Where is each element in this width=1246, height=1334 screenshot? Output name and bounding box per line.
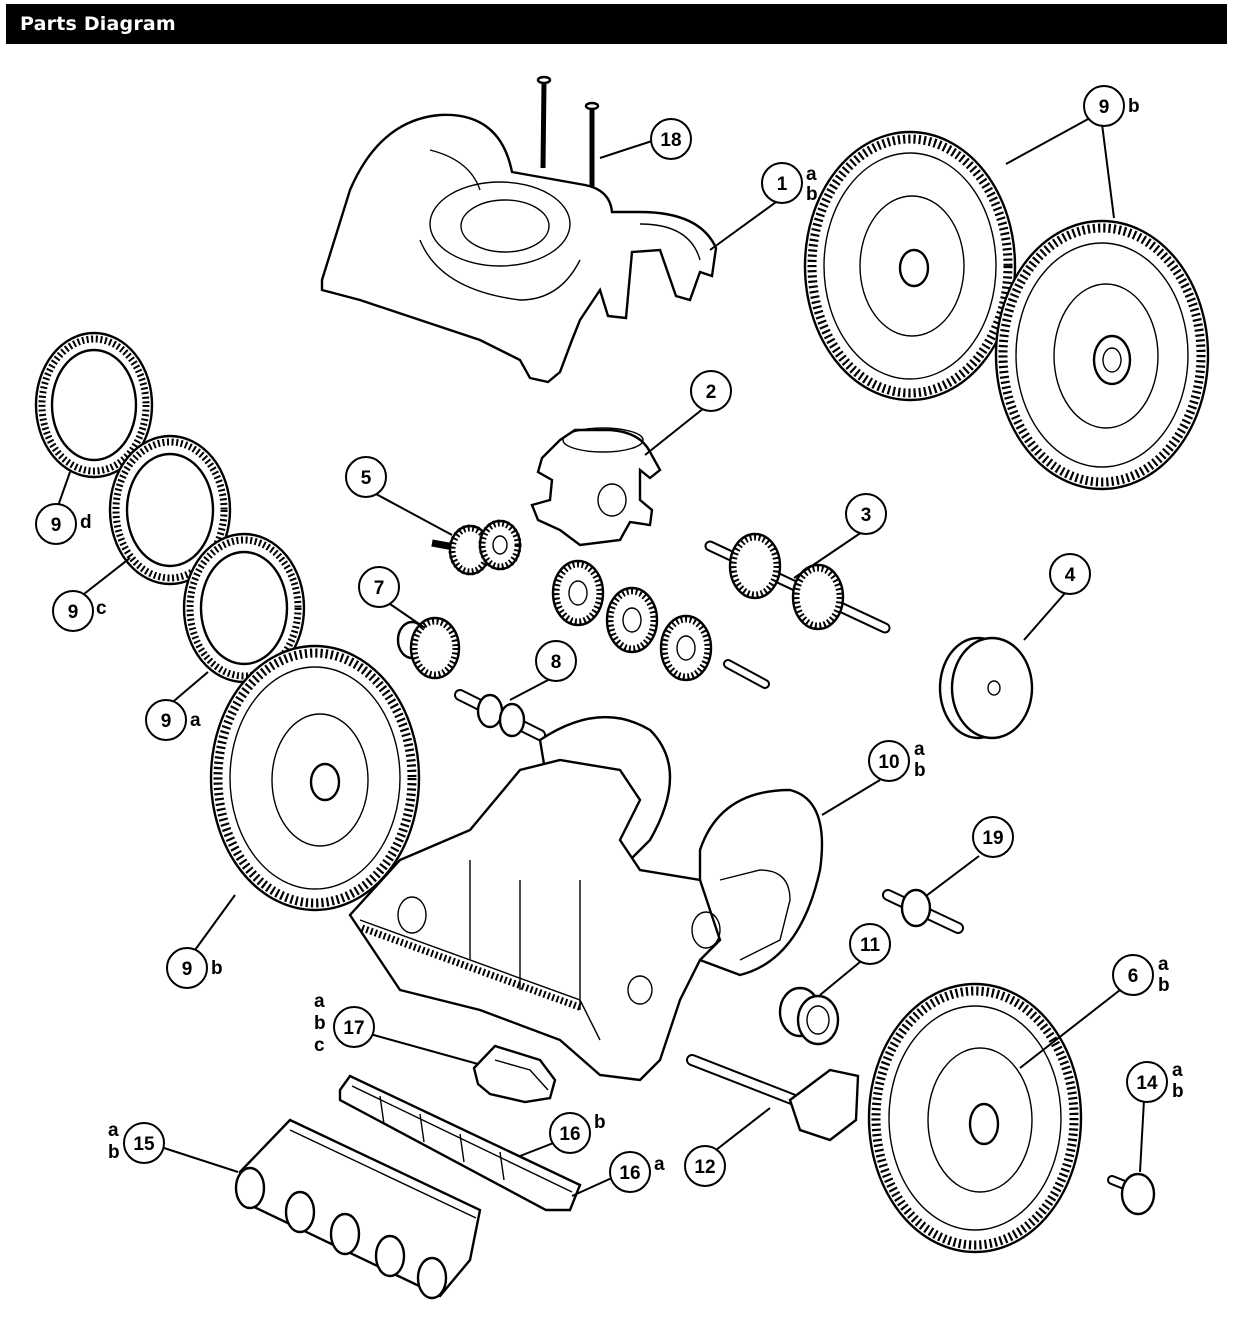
svg-text:a: a — [654, 1154, 665, 1175]
svg-text:19: 19 — [982, 828, 1003, 849]
bushing-part-19 — [882, 888, 964, 934]
svg-text:9: 9 — [68, 602, 79, 623]
svg-text:6: 6 — [1128, 966, 1139, 987]
svg-text:b: b — [314, 1013, 326, 1034]
svg-text:16: 16 — [619, 1163, 640, 1184]
axle-gear-part-3 — [704, 532, 891, 634]
sleeve-part-11 — [778, 986, 840, 1046]
svg-text:a: a — [190, 710, 201, 731]
svg-text:3: 3 — [861, 505, 872, 526]
tire-part-9c — [108, 434, 232, 586]
svg-text:a: a — [1158, 954, 1169, 975]
wheel-part-9b-upper-right — [994, 219, 1210, 491]
svg-text:a: a — [314, 991, 325, 1012]
callout-6: 6 a b — [1112, 954, 1170, 996]
svg-text:18: 18 — [660, 130, 681, 151]
callout-15: 15 a b — [108, 1120, 165, 1164]
gear-part-loose-2 — [605, 586, 659, 654]
svg-text:12: 12 — [694, 1157, 715, 1178]
callout-11: 11 — [849, 923, 891, 965]
callout-17: 17 a b c — [314, 991, 375, 1056]
svg-text:11: 11 — [860, 935, 881, 956]
header-bar: Parts Diagram — [6, 4, 1227, 44]
svg-text:14: 14 — [1136, 1073, 1158, 1094]
callout-4: 4 — [1049, 553, 1091, 595]
svg-text:16: 16 — [559, 1124, 580, 1145]
callout-8: 8 — [535, 640, 577, 682]
svg-text:8: 8 — [551, 652, 562, 673]
svg-text:b: b — [806, 184, 818, 205]
callout-19: 19 — [972, 816, 1014, 858]
svg-text:b: b — [914, 760, 926, 781]
svg-text:17: 17 — [343, 1018, 364, 1039]
svg-text:c: c — [314, 1035, 325, 1056]
callout-9c: 9 c — [52, 590, 107, 632]
svg-text:c: c — [96, 598, 107, 619]
callout-2: 2 — [690, 370, 732, 412]
callout-5: 5 — [345, 456, 387, 498]
svg-text:b: b — [108, 1142, 120, 1163]
callout-10: 10 a b — [868, 739, 926, 782]
tire-part-9d — [34, 331, 154, 479]
callout-18: 18 — [650, 118, 692, 160]
callout-16b: 16 b — [549, 1112, 606, 1154]
svg-text:15: 15 — [133, 1134, 155, 1155]
callout-12: 12 — [684, 1145, 726, 1187]
svg-text:b: b — [1158, 975, 1170, 996]
svg-text:9: 9 — [182, 959, 193, 980]
bushing-part-8 — [454, 689, 546, 741]
svg-text:2: 2 — [706, 382, 717, 403]
svg-text:1: 1 — [777, 174, 788, 195]
svg-text:b: b — [211, 958, 223, 979]
gear-housing-part-2 — [530, 427, 662, 547]
callout-9b-bottom: 9 b — [166, 947, 223, 989]
gear-part-loose-3 — [659, 614, 770, 689]
gear-part-loose-1 — [551, 559, 605, 627]
gear-set-part-5 — [431, 519, 522, 576]
callout-16a: 16 a — [609, 1151, 665, 1193]
svg-text:a: a — [108, 1120, 119, 1141]
callout-9b-top: 9 b — [1083, 85, 1140, 127]
svg-text:b: b — [594, 1112, 606, 1133]
cap-part-4 — [938, 636, 1034, 740]
flap-part-16 — [338, 1074, 582, 1212]
tire-part-9a — [182, 532, 306, 684]
callout-7: 7 — [358, 566, 400, 608]
callout-1: 1 a b — [761, 162, 818, 205]
svg-text:5: 5 — [361, 468, 372, 489]
svg-text:b: b — [1128, 96, 1140, 117]
svg-text:10: 10 — [878, 752, 899, 773]
top-cover-part-1 — [320, 113, 718, 384]
callout-14: 14 a b — [1126, 1060, 1184, 1103]
gear-part-7 — [396, 616, 461, 680]
svg-text:a: a — [806, 164, 817, 185]
roller-part-15 — [234, 1118, 482, 1300]
cap-part-14 — [1107, 1172, 1156, 1216]
axle-shaft-part-12 — [686, 1054, 860, 1142]
wheel-part-9b-lower-left — [209, 644, 421, 912]
chassis-body — [348, 715, 824, 1082]
svg-text:4: 4 — [1065, 565, 1076, 586]
wheel-part-6 — [867, 982, 1083, 1254]
svg-text:a: a — [1172, 1060, 1183, 1081]
callout-9d: 9 d — [35, 503, 92, 545]
bumper-part-17 — [472, 1044, 557, 1104]
svg-text:a: a — [914, 739, 925, 760]
callout-3: 3 — [845, 493, 887, 535]
svg-text:7: 7 — [374, 578, 385, 599]
svg-text:9: 9 — [1099, 97, 1110, 118]
svg-text:9: 9 — [51, 515, 62, 536]
leader-lines — [57, 117, 1145, 1197]
page-title: Parts Diagram — [20, 13, 176, 35]
svg-text:d: d — [80, 512, 92, 533]
callout-9a: 9 a — [145, 699, 201, 741]
svg-text:b: b — [1172, 1081, 1184, 1102]
svg-text:9: 9 — [161, 711, 172, 732]
wheel-part-9b-upper-left — [803, 130, 1017, 402]
